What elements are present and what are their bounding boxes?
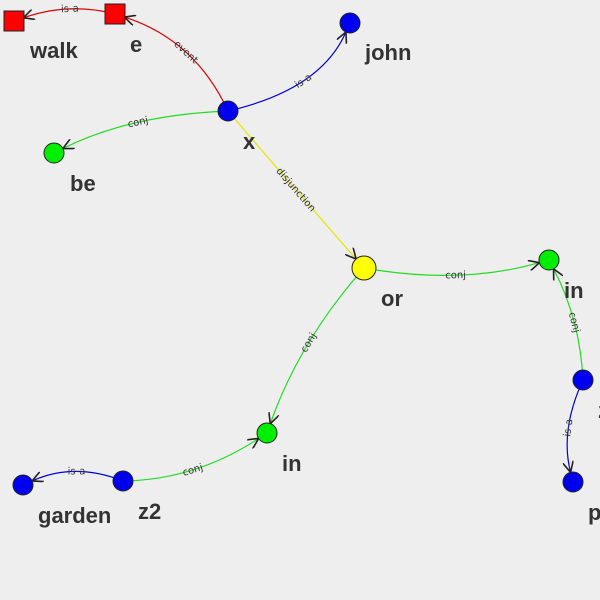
edge-label-z_right-in_right: conj: [566, 311, 582, 334]
edge-z2-in_mid: [122, 439, 258, 482]
node-labels-layer: walk e john x be or in z p in z2 garden: [29, 32, 600, 528]
node-x[interactable]: [217, 100, 239, 122]
edge-z_right-in_right: [554, 270, 584, 381]
edge-label-or-in_mid: conj: [299, 331, 319, 354]
edge-labels-layer: is-a event is-a conj disjunction conj conj is-a…: [61, 4, 582, 479]
edge-label-x-john: is-a: [293, 72, 314, 91]
node-label-x: x: [243, 129, 256, 154]
node-label-z_right: z: [598, 398, 600, 423]
node-z2[interactable]: [112, 470, 134, 492]
node-p[interactable]: [562, 471, 584, 493]
edge-x-e: [125, 17, 229, 112]
node-in_right[interactable]: [538, 249, 560, 271]
node-label-in_right: in: [564, 278, 584, 303]
edge-z_right-p: [567, 379, 584, 471]
edge-label-z_right-p: is-a: [562, 418, 575, 437]
edge-x-or: [227, 110, 355, 258]
node-garden[interactable]: [12, 474, 34, 496]
node-label-or: or: [381, 286, 403, 311]
edge-label-z2-in_mid: conj: [181, 462, 204, 479]
node-label-in_mid: in: [282, 451, 302, 476]
node-label-walk: walk: [29, 38, 78, 63]
node-label-z2: z2: [138, 499, 161, 524]
edge-label-x-or: disjunction: [273, 166, 317, 214]
edge-label-e-walk: is-a: [61, 4, 79, 16]
node-z_right[interactable]: [572, 369, 594, 391]
edge-x-john: [227, 33, 346, 112]
edge-x-be: [64, 110, 229, 148]
node-in_mid[interactable]: [256, 422, 278, 444]
node-label-be: be: [70, 171, 96, 196]
edge-label-x-be: conj: [127, 115, 150, 130]
node-e[interactable]: [104, 3, 126, 25]
nodes-layer: [3, 3, 594, 496]
edge-label-or-in_right: conj: [445, 270, 466, 282]
node-label-garden: garden: [38, 503, 111, 528]
node-be[interactable]: [43, 142, 65, 164]
node-label-p: p: [588, 500, 600, 525]
node-john[interactable]: [339, 12, 361, 34]
node-walk[interactable]: [3, 10, 25, 32]
edge-or-in_right: [363, 263, 538, 277]
edge-or-in_mid: [271, 267, 365, 423]
edge-label-z2-garden: is-a: [68, 466, 86, 477]
edge-label-x-e: event: [171, 39, 200, 66]
node-or[interactable]: [351, 255, 377, 281]
node-label-john: john: [364, 40, 411, 65]
node-label-e: e: [130, 32, 142, 57]
